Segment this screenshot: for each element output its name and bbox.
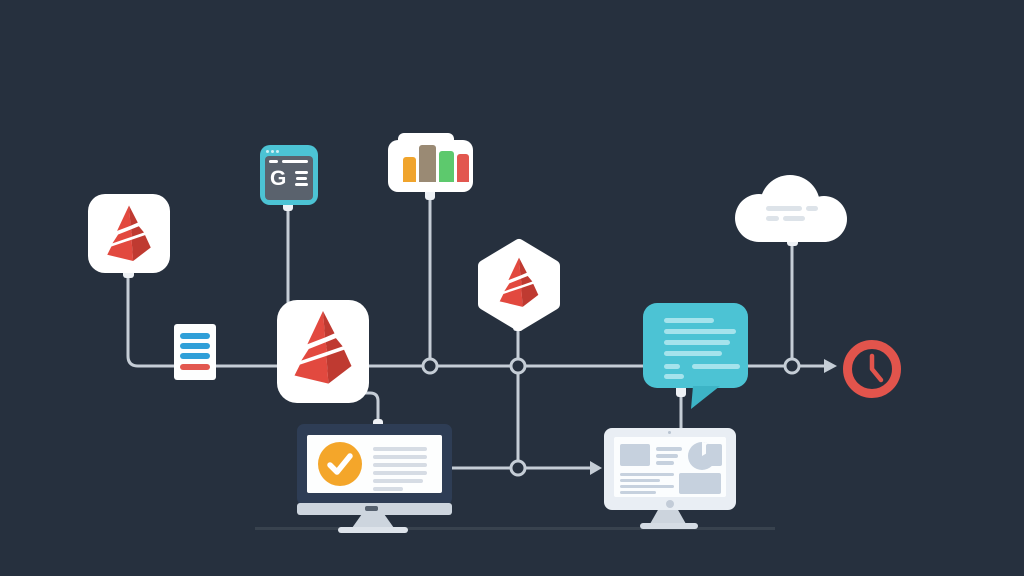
browser-content-panel: G	[265, 156, 313, 200]
bubble-text-line	[692, 364, 740, 369]
bubble-text-line	[664, 374, 684, 379]
monitor-check-chin	[297, 503, 452, 515]
document-list-icon	[174, 324, 216, 380]
pyramid-app-icon	[88, 194, 170, 273]
screen-text-line	[373, 471, 427, 475]
toolbar-line	[269, 160, 278, 163]
arrow-to-clock-icon	[824, 359, 837, 373]
monitor-dashboard	[604, 428, 736, 510]
checkmark-icon	[327, 453, 353, 475]
card-to-monitor-line	[360, 391, 380, 430]
monitor-button	[365, 506, 378, 511]
junction-node	[783, 357, 801, 375]
monitor-stand	[650, 510, 686, 524]
screen-text-line	[620, 479, 660, 482]
main-flow-line	[126, 266, 824, 368]
screen-text-line	[373, 479, 423, 483]
bubble-text-line	[664, 329, 736, 334]
connector-nub	[676, 385, 686, 397]
browser-g-label: G	[270, 167, 287, 190]
clock-icon	[843, 340, 901, 398]
bubble-text-line	[664, 364, 680, 369]
window-dot-icon	[266, 150, 269, 153]
screen-image-block	[679, 473, 721, 494]
chat-bubble-icon	[643, 303, 748, 388]
clock-hands	[869, 353, 884, 383]
chart-bar-taupe	[419, 145, 436, 182]
pyramid-logo-icon	[289, 309, 357, 385]
bubble-text-line	[664, 351, 722, 356]
checkmark-circle	[318, 442, 362, 486]
pyramid-logo-icon	[103, 204, 155, 262]
screen-text-line	[656, 461, 674, 465]
doc-line-blue	[180, 333, 210, 339]
screen-text-line	[373, 455, 427, 459]
monitor-button	[666, 500, 674, 508]
junction-node	[509, 459, 527, 477]
cloud-text-line	[806, 206, 818, 211]
screen-text-line	[373, 487, 403, 491]
window-dot-icon	[276, 150, 279, 153]
monitor-check	[297, 424, 452, 505]
cloud-icon	[735, 175, 847, 242]
monitor-stand-base	[640, 523, 698, 529]
window-dot-icon	[271, 150, 274, 153]
bubble-text-line	[664, 340, 730, 345]
cloud-text-line	[766, 206, 802, 211]
bubble-tail	[691, 386, 720, 409]
camera-dot-icon	[668, 431, 671, 434]
junction-node	[421, 357, 439, 375]
monitor-stand	[352, 515, 394, 528]
menu-lines-icon	[295, 183, 308, 186]
toolbar-line	[282, 160, 308, 163]
monitor-check-screen	[307, 435, 442, 493]
monitor-stand-base	[338, 527, 408, 533]
screen-text-line	[373, 447, 427, 451]
chart-bar-green	[439, 151, 454, 182]
screen-text-line	[656, 454, 678, 458]
chart-bar-red	[457, 154, 469, 182]
monitor-dashboard-screen	[614, 437, 726, 497]
cloud-text-line	[766, 216, 779, 221]
doc-line-blue	[180, 343, 210, 349]
menu-lines-icon	[296, 177, 307, 180]
screen-text-line	[620, 473, 674, 476]
screen-text-line	[373, 463, 427, 467]
screen-image-block	[706, 444, 722, 466]
floor-line	[255, 527, 775, 530]
doc-line-blue	[180, 353, 210, 359]
bubble-text-line	[664, 318, 714, 323]
junction-node	[509, 357, 527, 375]
bar-chart-card	[388, 140, 473, 192]
screen-text-line	[656, 447, 682, 451]
screen-image-block	[620, 444, 650, 466]
chart-bar-orange	[403, 157, 416, 182]
menu-lines-icon	[295, 171, 308, 174]
doc-line-red	[180, 364, 210, 370]
arrow-to-monitor-icon	[590, 461, 602, 475]
pyramid-logo-icon	[496, 256, 542, 308]
screen-text-line	[620, 491, 656, 494]
cloud-text-line	[783, 216, 805, 221]
pyramid-app-card-large	[277, 300, 369, 403]
browser-window-icon: G	[260, 145, 318, 205]
screen-text-line	[620, 485, 674, 488]
